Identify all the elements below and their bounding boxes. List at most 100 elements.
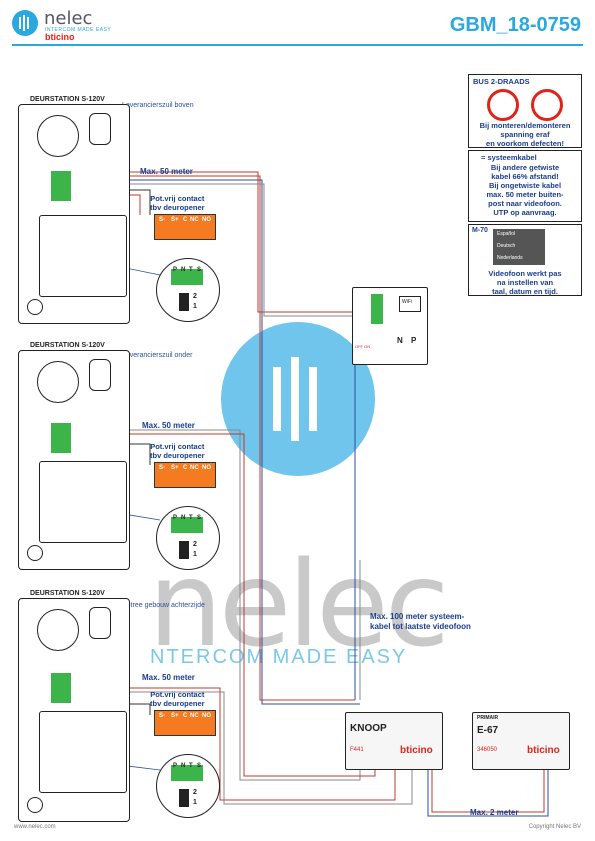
detail-circle: P N T S 2 1 — [156, 506, 220, 570]
language-menu: Español Deutsch Nederlands — [493, 229, 545, 265]
screw-icon — [27, 299, 43, 315]
detail-circle: P N T S 2 1 — [156, 754, 220, 818]
terminal-label: NO — [202, 217, 211, 223]
dip-switch — [179, 789, 189, 807]
knoop-name: KNOOP — [350, 723, 387, 734]
max-length-label: Max. 50 meter — [142, 421, 195, 430]
bus-warning-box: BUS 2-DRAADS Bij monteren/demonteren spa… — [468, 74, 582, 148]
header-divider — [12, 44, 583, 46]
e67-module: PRIMAIR E-67 346050 bticino — [472, 712, 570, 770]
contact-label: Pot.vrij contact tbv deuropener — [150, 690, 205, 708]
brand-tagline: INTERCOM MADE EASY — [45, 27, 112, 33]
switch-label: 2 — [193, 541, 197, 548]
relay-terminal: S- S+ C NC NO — [154, 710, 216, 736]
terminal-label: S- — [159, 713, 165, 719]
mounting-frame — [39, 461, 127, 543]
max-length-label: Max. 50 meter — [142, 673, 195, 682]
contact-label: Pot.vrij contact tbv deuropener — [150, 442, 205, 460]
terminal-label: C — [183, 465, 188, 471]
footer-url: www.nelec.com — [14, 824, 56, 830]
cable-info-box: = systeemkabel Bij andere getwiste kabel… — [468, 150, 582, 222]
knoop-module: KNOOP F441 bticino — [345, 712, 443, 770]
document-id: GBM_18-0759 — [449, 14, 581, 36]
camera-icon — [89, 113, 111, 145]
no-plug-icon — [487, 89, 519, 121]
max-2-label: Max. 2 meter — [470, 808, 519, 817]
switch-label: 2 — [193, 789, 197, 796]
language-option: Nederlands — [497, 255, 523, 261]
plug-label: S — [197, 763, 202, 769]
speaker-grille — [37, 609, 79, 651]
partner-logo: bticino — [45, 32, 75, 42]
videophone-module: WiFi OFF ON N P — [352, 287, 428, 365]
plug-label: P — [173, 267, 178, 273]
dip-switch — [179, 541, 189, 559]
terminal-block — [51, 171, 71, 201]
e67-code: 346050 — [477, 747, 498, 753]
terminal-label: C — [183, 713, 188, 719]
mounting-frame — [39, 215, 127, 297]
relay-terminal: S- S+ C NC NO — [154, 462, 216, 488]
switch-label: 2 — [193, 293, 197, 300]
station-location: Entree gebouw achterzijde — [122, 602, 205, 609]
language-option: Español — [497, 231, 516, 237]
plug-label: T — [189, 267, 193, 273]
language-option: Deutsch — [497, 243, 516, 249]
terminal-label: S+ — [171, 217, 179, 223]
plug-block — [171, 517, 203, 533]
plug-label: N — [181, 763, 186, 769]
knoop-brand: bticino — [400, 745, 433, 756]
terminal-label: S+ — [171, 713, 179, 719]
m70-info-box: M-70 Español Deutsch Nederlands Videofoo… — [468, 224, 582, 296]
plug-label: S — [197, 515, 202, 521]
e67-brand: bticino — [527, 745, 560, 756]
terminal-label: NC — [190, 465, 199, 471]
terminal-label: S- — [159, 217, 165, 223]
plug-label: P — [173, 763, 178, 769]
terminal-block — [51, 423, 71, 453]
terminal-label: S+ — [171, 465, 179, 471]
cable-text: Bij andere getwiste kabel 66% afstand! B… — [486, 163, 564, 217]
screw-icon — [27, 797, 43, 813]
station-title: DEURSTATION S-120V — [30, 342, 105, 349]
max-100-label: Max. 100 meter systeem- kabel tot laatst… — [370, 612, 471, 631]
n-label: N — [397, 336, 403, 345]
station-location: Leverancierszuil onder — [122, 352, 193, 359]
camera-icon — [89, 607, 111, 639]
bus-title: BUS 2-DRAADS — [473, 77, 530, 86]
plug-label: T — [189, 763, 193, 769]
relay-terminal: S- S+ C NC NO — [154, 214, 216, 240]
cable-title: = systeemkabel — [481, 153, 537, 162]
plug-block — [171, 269, 203, 285]
m70-title: M-70 — [472, 227, 488, 234]
bus-warning-text: Bij monteren/demonteren spanning eraf en… — [479, 121, 571, 148]
nelec-logo-icon — [12, 10, 38, 36]
station-title: DEURSTATION S-120V — [30, 590, 105, 597]
mounting-frame — [39, 711, 127, 793]
switch-label: 1 — [193, 551, 197, 558]
primair-label: PRIMAIR — [477, 715, 499, 721]
speaker-grille — [37, 361, 79, 403]
door-station-panel — [18, 350, 130, 570]
knoop-code: F441 — [350, 747, 364, 753]
footer-copyright: Copyright Nelec BV — [528, 824, 581, 830]
terminal-block — [51, 673, 71, 703]
door-station-panel — [18, 598, 130, 822]
watermark-tagline: NTERCOM MADE EASY — [150, 646, 408, 668]
no-voltage-icon — [531, 89, 563, 121]
bus-terminal — [371, 294, 383, 324]
screw-icon — [27, 545, 43, 561]
max-length-label: Max. 50 meter — [140, 167, 193, 176]
watermark-circle — [221, 322, 375, 476]
terminal-label: NO — [202, 465, 211, 471]
plug-label: N — [181, 267, 186, 273]
terminal-label: NC — [190, 217, 199, 223]
terminal-label: S- — [159, 465, 165, 471]
door-station-panel — [18, 104, 130, 324]
station-location: Leverancierszuil boven — [122, 102, 194, 109]
m70-text: Videofoon werkt pas na instellen van taa… — [488, 269, 562, 296]
plug-label: S — [197, 267, 202, 273]
terminal-label: NC — [190, 713, 199, 719]
wifi-screen: WiFi — [399, 296, 421, 312]
